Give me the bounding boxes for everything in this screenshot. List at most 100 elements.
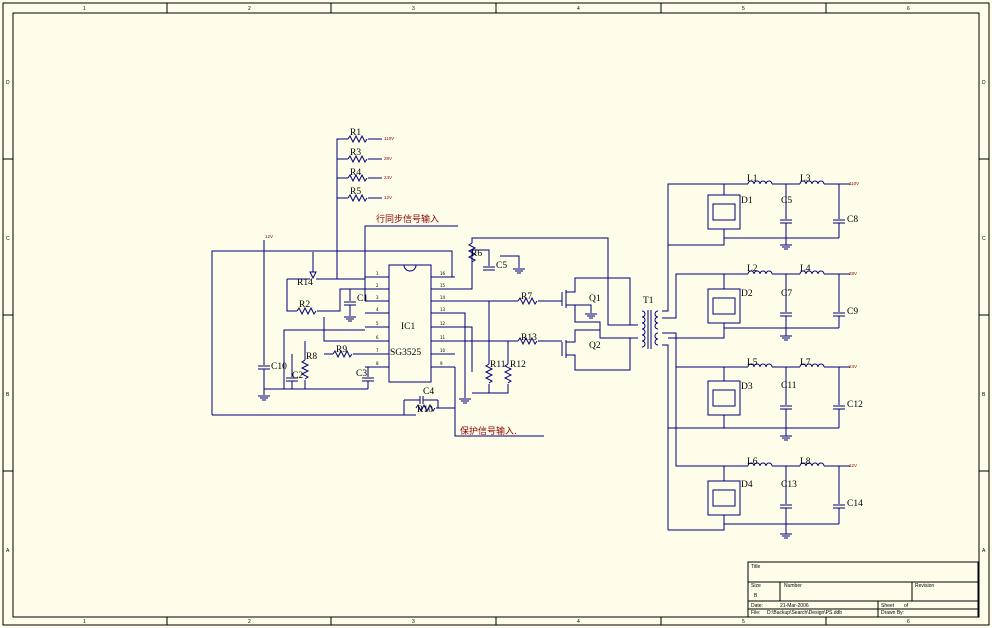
c14-label: C14 xyxy=(847,499,863,509)
c4-label: C4 xyxy=(423,387,434,397)
ic1-pin-12: 12 xyxy=(440,321,446,326)
out-24v: 24V xyxy=(849,364,857,369)
right-network: R6 C5 R7 R13 R11 R12 保护信号输入. xyxy=(454,237,630,437)
l7-label: L7 xyxy=(800,358,811,368)
net-28v-input: 28V xyxy=(384,156,392,161)
ic1-name: IC1 xyxy=(401,322,416,332)
col-label-top-4: 4 xyxy=(577,6,580,12)
row-label-left-d: D xyxy=(6,80,10,86)
q2-label: Q2 xyxy=(589,341,601,351)
ic1-pin-10: 10 xyxy=(440,348,446,353)
ic1-pin-1: 1 xyxy=(376,271,379,276)
row-label-left-b: B xyxy=(6,392,10,398)
col-label-bottom-6: 6 xyxy=(907,619,910,625)
r14-label: R14 xyxy=(297,278,313,288)
ic1-sg3525: IC1 SG3525 1 2 3 4 5 6 7 8 16 15 14 13 1… xyxy=(365,264,455,383)
col-label-top-2: 2 xyxy=(248,6,251,12)
output-section-4: D4 L6 L8 C13 C14 12V xyxy=(705,457,863,539)
l1-label: L1 xyxy=(747,174,758,184)
row-label-left-a: A xyxy=(6,548,10,554)
col-label-top-6: 6 xyxy=(907,6,910,12)
output-section-1: D1 L1 L3 C5 C8 110V xyxy=(705,174,859,250)
l3-label: L3 xyxy=(800,174,811,184)
c7-label: C7 xyxy=(781,289,792,299)
col-label-bottom-5: 5 xyxy=(742,619,745,625)
q2-mosfet: Q2 xyxy=(561,329,631,371)
row-label-left-c: C xyxy=(6,236,10,242)
sync-input-label: 行同步信号输入 xyxy=(376,213,439,225)
r5-label: R5 xyxy=(350,187,361,197)
ic1-pin-7: 7 xyxy=(376,348,379,353)
q1-label: Q1 xyxy=(589,294,601,304)
tb-date-value: 21-Mar-2006 xyxy=(780,603,809,609)
r10-label: R10 xyxy=(417,405,433,415)
title-block: Title Size B Number Revision Date: 21-Ma… xyxy=(747,561,979,618)
l6-label: L6 xyxy=(747,457,758,467)
r1-label: R1 xyxy=(350,128,361,138)
col-label-top-1: 1 xyxy=(83,6,86,12)
ic1-pin-15: 15 xyxy=(440,283,446,288)
d3-label: D3 xyxy=(741,382,753,392)
zone-labels: 1 2 3 4 5 6 1 2 3 4 5 6 D C B A D C B A xyxy=(6,6,986,625)
d4-label: D4 xyxy=(741,480,753,490)
ic1-part: SG3525 xyxy=(390,348,421,358)
ic1-pin-2: 2 xyxy=(376,283,379,288)
tb-sheet-of: of xyxy=(904,603,909,609)
col-label-top-3: 3 xyxy=(412,6,415,12)
row-label-right-d: D xyxy=(982,80,986,86)
ic1-pin-6: 6 xyxy=(376,335,379,340)
l2-label: L2 xyxy=(747,264,758,274)
r13-label: R13 xyxy=(521,333,537,343)
col-label-bottom-3: 3 xyxy=(412,619,415,625)
d2-label: D2 xyxy=(741,289,753,299)
t1-label: T1 xyxy=(643,296,654,306)
tb-sheet-label: Sheet xyxy=(881,603,895,609)
sync-input: 行同步信号输入 xyxy=(364,213,458,301)
tb-number-label: Number xyxy=(784,583,802,589)
c13-label: C13 xyxy=(781,480,797,490)
r9-label: R9 xyxy=(336,345,347,355)
c5-label: C5 xyxy=(496,261,507,271)
ic1-pin-4: 4 xyxy=(376,307,379,312)
ic1-pin-9: 9 xyxy=(440,361,443,366)
tb-size-value: B xyxy=(754,593,758,599)
tb-file-value: D:\Backup\Search\Design\PS.ddb xyxy=(767,610,842,616)
col-label-bottom-2: 2 xyxy=(248,619,251,625)
inner-frame xyxy=(12,12,980,618)
net-12v-input: 12V xyxy=(384,195,392,200)
tb-size-label: Size xyxy=(751,583,761,589)
net-12v-supply: 12V xyxy=(265,234,273,239)
c1-label: C1 xyxy=(357,294,368,304)
c11-label: C11 xyxy=(781,381,797,391)
tb-file-label: File: xyxy=(751,610,760,616)
l8-label: L8 xyxy=(800,457,811,467)
tb-drawn-label: Drawn By: xyxy=(881,610,904,616)
c3-label: C3 xyxy=(356,369,367,379)
row-label-right-c: C xyxy=(982,236,986,242)
tb-title-label: Title xyxy=(751,564,760,570)
t1-transformer: T1 xyxy=(630,183,705,531)
protect-input-label: 保护信号输入. xyxy=(460,425,517,437)
l4-label: L4 xyxy=(800,264,811,274)
row-label-right-b: B xyxy=(982,392,986,398)
tb-date-label: Date: xyxy=(751,603,763,609)
l5-label: L5 xyxy=(747,358,758,368)
r2-label: R2 xyxy=(299,300,310,310)
c12-label: C12 xyxy=(847,400,863,410)
c10-label: C10 xyxy=(271,362,287,372)
tb-revision-label: Revision xyxy=(915,583,934,589)
out-110v: 110V xyxy=(849,181,859,186)
output-section-3: D3 L5 L7 C11 C12 24V xyxy=(705,358,863,441)
out-12v: 12V xyxy=(849,463,857,468)
r4-label: R4 xyxy=(350,168,361,178)
net-110v-input: 110V xyxy=(384,136,394,141)
r11-label: R11 xyxy=(490,360,506,370)
c9-label: C9 xyxy=(847,307,858,317)
out-28v: 28V xyxy=(849,271,857,276)
d1-label: D1 xyxy=(741,196,753,206)
net-24v-input: 24V xyxy=(384,175,392,180)
frame-ticks xyxy=(3,3,989,625)
c8-label: C8 xyxy=(847,215,858,225)
input-resistor-ladder: R1 R3 R4 R5 110V 28V 24V 12V xyxy=(336,128,394,279)
